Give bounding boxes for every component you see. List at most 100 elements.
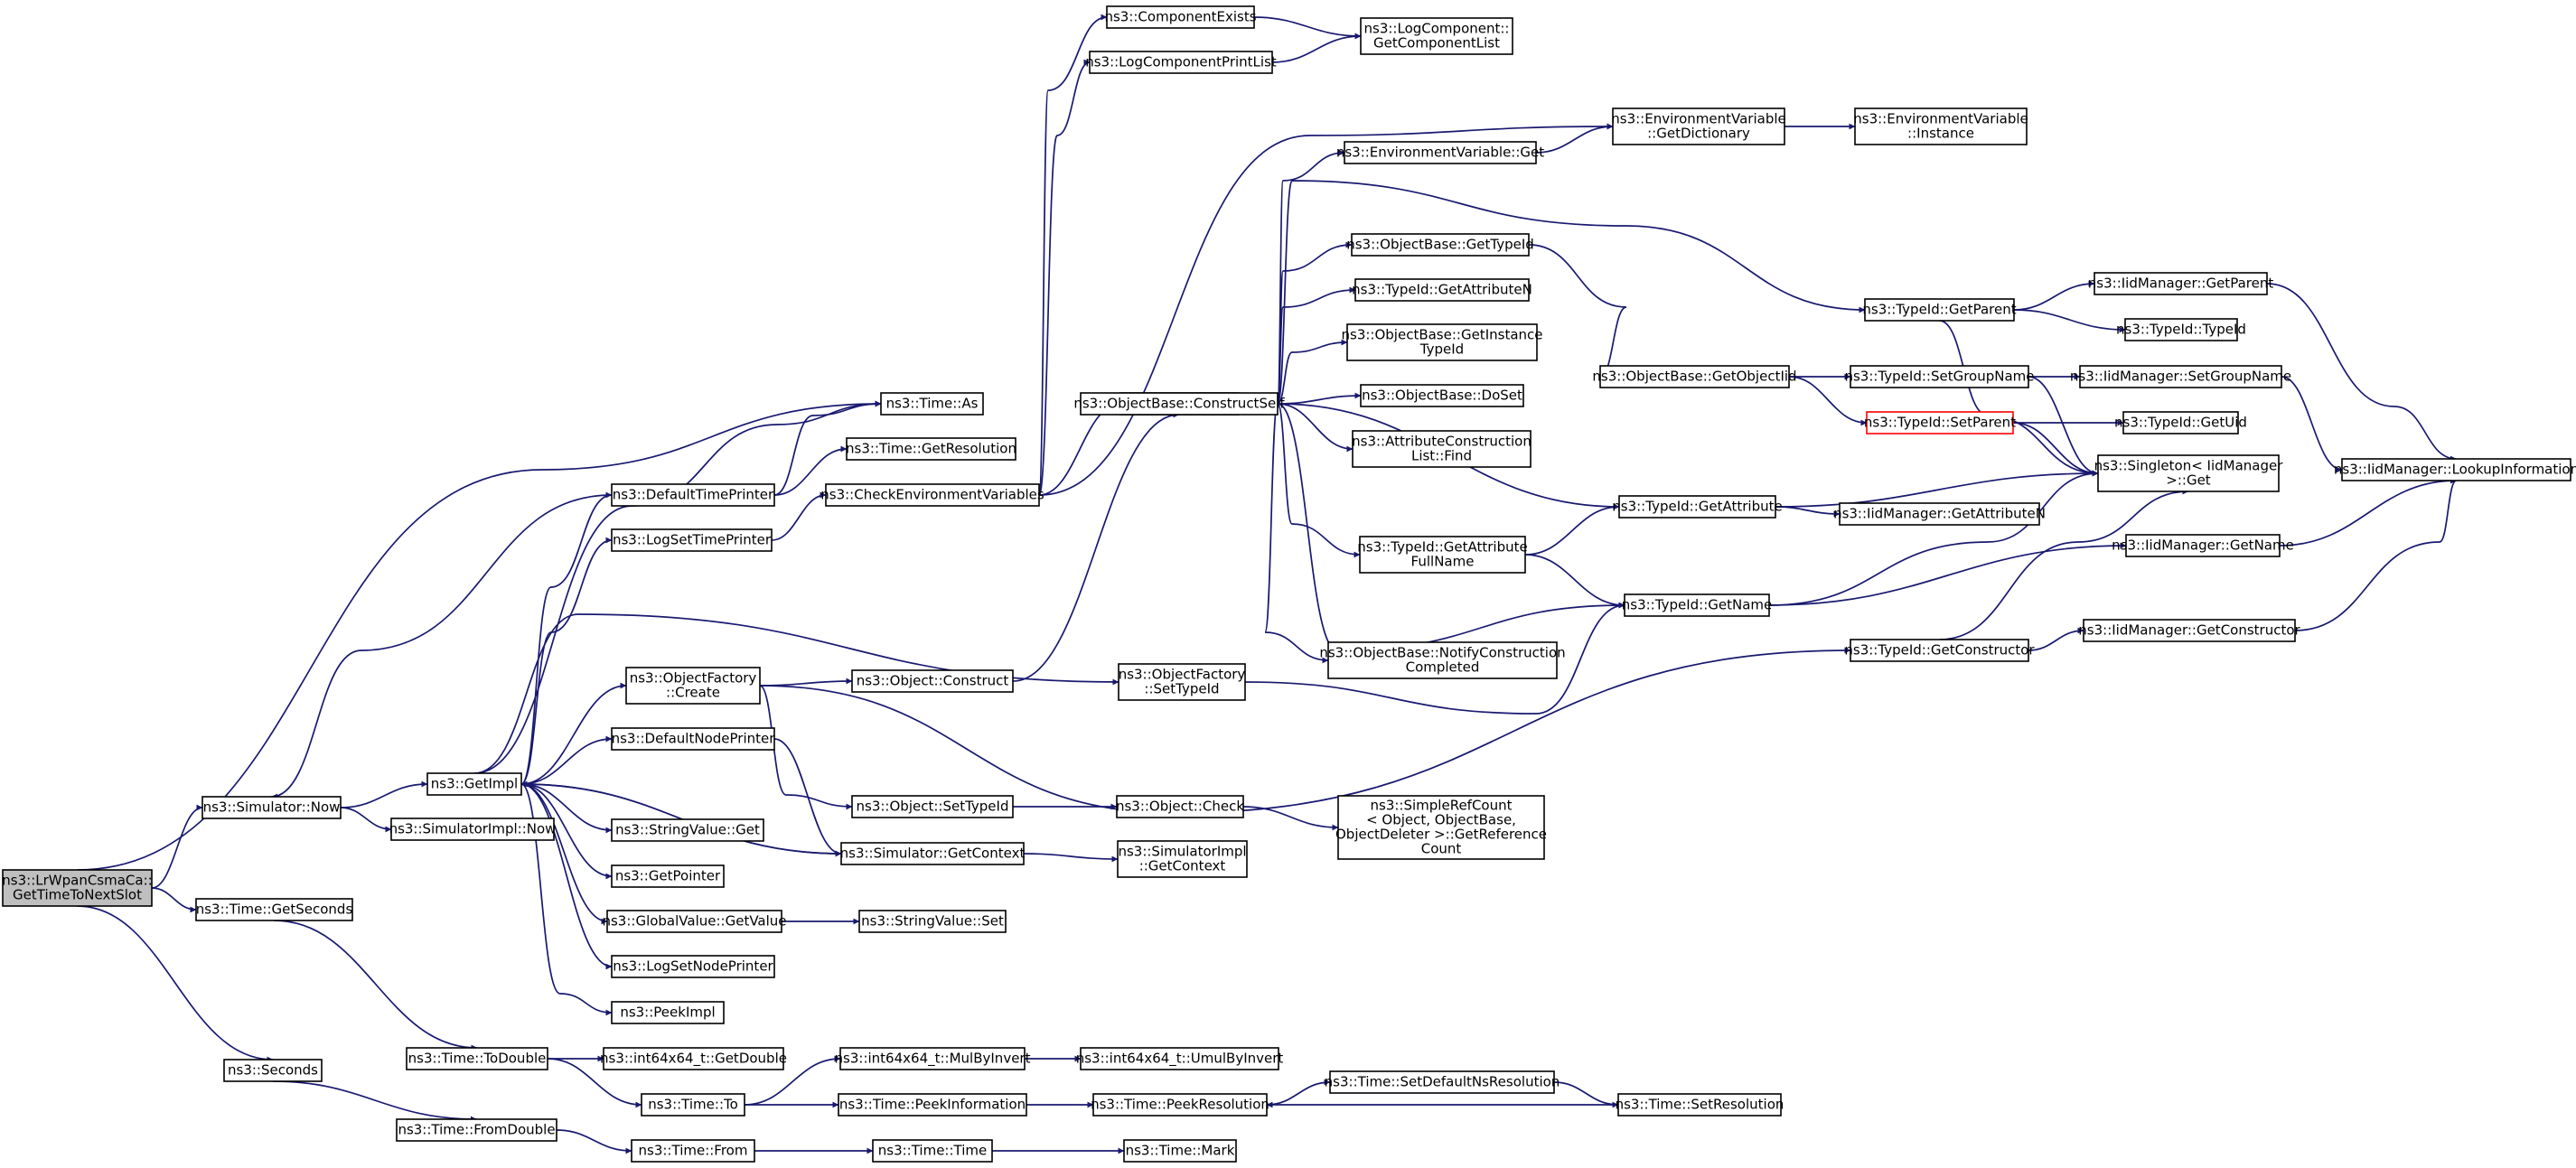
node-simgetcontext[interactable]: ns3::Simulator::GetContext bbox=[840, 842, 1026, 865]
node-logcompgetlist[interactable]: ns3::LogComponent::GetComponentList bbox=[1360, 17, 1513, 55]
node-timeas[interactable]: ns3::Time::As bbox=[880, 392, 984, 416]
edge-compexists-to-logcompgetlist bbox=[1253, 16, 1362, 40]
node-timepeekinfo[interactable]: ns3::Time::PeekInformation bbox=[838, 1093, 1027, 1117]
node-checkenv[interactable]: ns3::CheckEnvironmentVariables bbox=[820, 483, 1044, 507]
node-tidgetattr[interactable]: ns3::TypeId::GetAttribute bbox=[1612, 495, 1783, 519]
node-label: ::GetContext bbox=[1139, 858, 1226, 874]
node-timefromdouble[interactable]: ns3::Time::FromDouble bbox=[396, 1118, 557, 1142]
node-iidmgetparent[interactable]: ns3::IidManager::GetParent bbox=[2088, 272, 2274, 295]
node-constructself[interactable]: ns3::ObjectBase::ConstructSelf bbox=[1073, 392, 1285, 416]
node-timemark[interactable]: ns3::Time::Mark bbox=[1123, 1139, 1237, 1163]
node-box bbox=[1346, 323, 1538, 361]
node-timeto[interactable]: ns3::Time::To bbox=[641, 1093, 745, 1117]
edge-simgetcontext-to-simimplgetcontext bbox=[1023, 853, 1119, 863]
node-strvalset[interactable]: ns3::StringValue::Set bbox=[858, 910, 1007, 933]
node-deftimeprinter[interactable]: ns3::DefaultTimePrinter bbox=[611, 483, 775, 507]
node-label: ns3::EnvironmentVariable bbox=[1853, 111, 2028, 127]
node-box bbox=[825, 483, 1040, 507]
edge-constructself-to-tidgetparent bbox=[1277, 180, 1866, 405]
node-label: ::Instance bbox=[1907, 126, 1974, 142]
node-logsettime[interactable]: ns3::LogSetTimePrinter bbox=[611, 528, 773, 552]
node-singletonget[interactable]: ns3::Singleton< IidManager>::Get bbox=[2094, 454, 2284, 492]
node-tidsetgroupname[interactable]: ns3::TypeId::SetGroupName bbox=[1844, 365, 2035, 388]
node-seconds[interactable]: ns3::Seconds bbox=[223, 1059, 323, 1082]
node-iidmsetgroupname[interactable]: ns3::IidManager::SetGroupName bbox=[2070, 365, 2291, 388]
function-nodes: ns3::LrWpanCsmaCa::GetTimeToNextSlotns3:… bbox=[2, 5, 2576, 1163]
node-simplerefcount[interactable]: ns3::SimpleRefCount< Object, ObjectBase,… bbox=[1335, 795, 1547, 860]
node-objcheck[interactable]: ns3::Object::Check bbox=[1116, 795, 1244, 818]
node-objconstruct[interactable]: ns3::Object::Construct bbox=[851, 669, 1014, 693]
node-timefrom[interactable]: ns3::Time::From bbox=[631, 1139, 755, 1163]
node-obnotifycons[interactable]: ns3::ObjectBase::NotifyConstructionCompl… bbox=[1319, 641, 1566, 679]
node-iidmgetname[interactable]: ns3::IidManager::GetName bbox=[2112, 534, 2294, 557]
edge-tidgetparent-to-tidtypeid bbox=[2013, 309, 2126, 333]
edge-deftimeprinter-to-timeas bbox=[773, 400, 882, 496]
edge-timetodouble-to-timeto bbox=[547, 1058, 642, 1108]
node-label: ns3::SimulatorImpl bbox=[1118, 844, 1246, 860]
node-timetime[interactable]: ns3::Time::Time bbox=[872, 1139, 993, 1163]
node-label: List::Find bbox=[1411, 448, 1472, 464]
node-timegetseconds[interactable]: ns3::Time::GetSeconds bbox=[195, 898, 353, 921]
node-int64getdouble[interactable]: ns3::int64x64_t::GetDouble bbox=[600, 1047, 787, 1070]
node-int64umul[interactable]: ns3::int64x64_t::UmulByInvert bbox=[1076, 1047, 1284, 1070]
node-tidgetname[interactable]: ns3::TypeId::GetName bbox=[1622, 593, 1772, 617]
node-timetodouble[interactable]: ns3::Time::ToDouble bbox=[406, 1047, 548, 1070]
node-peekimpl[interactable]: ns3::PeekImpl bbox=[611, 1001, 725, 1024]
node-strvalget[interactable]: ns3::StringValue::Get bbox=[611, 818, 764, 842]
node-label: ns3::Time::From bbox=[639, 1143, 748, 1159]
node-tidgetparent[interactable]: ns3::TypeId::GetParent bbox=[1862, 298, 2017, 322]
node-getimpl[interactable]: ns3::GetImpl bbox=[426, 772, 522, 796]
node-tidsetparent[interactable]: ns3::TypeId::SetParent bbox=[1864, 411, 2016, 434]
node-logsetnode[interactable]: ns3::LogSetNodePrinter bbox=[611, 955, 775, 978]
node-envgetdict[interactable]: ns3::EnvironmentVariable::GetDictionary bbox=[1611, 107, 1786, 145]
edge-checkenv-to-splitstring bbox=[1038, 400, 1121, 496]
node-obgetobjectiid[interactable]: ns3::ObjectBase::GetObjectIid bbox=[1592, 365, 1797, 388]
node-iidmgetattrn[interactable]: ns3::IidManager::GetAttributeN bbox=[1833, 502, 2046, 526]
node-obgettypeid[interactable]: ns3::ObjectBase::GetTypeId bbox=[1346, 233, 1534, 257]
node-box bbox=[1618, 495, 1776, 519]
node-logcompprint[interactable]: ns3::LogComponentPrintList bbox=[1085, 51, 1277, 74]
node-defnodeprinter[interactable]: ns3::DefaultNodePrinter bbox=[611, 727, 776, 751]
node-envinstance[interactable]: ns3::EnvironmentVariable::Instance bbox=[1853, 107, 2028, 145]
edge-simnow-to-simimplnow bbox=[340, 807, 392, 833]
node-timegetres[interactable]: ns3::Time::GetResolution bbox=[846, 437, 1016, 461]
node-box bbox=[2, 869, 153, 907]
node-obdoset[interactable]: ns3::ObjectBase::DoSet bbox=[1360, 384, 1524, 407]
node-label: ns3::TypeId::TypeId bbox=[2116, 322, 2246, 338]
node-gvgetvalue[interactable]: ns3::GlobalValue::GetValue bbox=[602, 910, 787, 933]
node-int64mulbyinvert[interactable]: ns3::int64x64_t::MulByInvert bbox=[835, 1047, 1031, 1070]
node-box bbox=[1360, 384, 1524, 407]
node-timepeekres[interactable]: ns3::Time::PeekResolution bbox=[1091, 1093, 1269, 1117]
node-box bbox=[611, 955, 775, 978]
node-objfactcreate[interactable]: ns3::ObjectFactory::Create bbox=[625, 667, 761, 705]
node-iidmgetconstructor[interactable]: ns3::IidManager::GetConstructor bbox=[2078, 619, 2301, 642]
node-simnow[interactable]: ns3::Simulator::Now bbox=[201, 796, 342, 819]
node-label: ns3::Time::Time bbox=[878, 1143, 988, 1159]
node-box bbox=[611, 483, 775, 507]
call-edges bbox=[77, 14, 2458, 1154]
node-tidgetconstructor[interactable]: ns3::TypeId::GetConstructor bbox=[1844, 639, 2035, 662]
node-simimplnow[interactable]: ns3::SimulatorImpl::Now bbox=[389, 818, 557, 841]
edge-getimpl-to-getpointer bbox=[520, 783, 613, 880]
node-timesetdefns[interactable]: ns3::Time::SetDefaultNsResolution bbox=[1325, 1070, 1560, 1094]
node-label: ::SetTypeId bbox=[1144, 681, 1219, 697]
node-objsettypeid[interactable]: ns3::Object::SetTypeId bbox=[851, 795, 1014, 818]
node-timesetres[interactable]: ns3::Time::SetResolution bbox=[1616, 1093, 1784, 1117]
node-tidgetattrn[interactable]: ns3::TypeId::GetAttributeN bbox=[1352, 278, 1532, 302]
node-simimplgetcontext[interactable]: ns3::SimulatorImpl::GetContext bbox=[1117, 840, 1248, 878]
node-label: ns3::TypeId::GetAttribute bbox=[1612, 499, 1782, 515]
node-label: ns3::Object::Construct bbox=[857, 673, 1009, 689]
node-envget[interactable]: ns3::EnvironmentVariable::Get bbox=[1336, 141, 1544, 164]
node-root[interactable]: ns3::LrWpanCsmaCa::GetTimeToNextSlot bbox=[2, 869, 153, 907]
node-compexists[interactable]: ns3::ComponentExists bbox=[1104, 5, 1257, 29]
node-getpointer[interactable]: ns3::GetPointer bbox=[611, 864, 725, 888]
node-box bbox=[1351, 233, 1530, 257]
node-box bbox=[1123, 1139, 1237, 1163]
node-tidtypeid[interactable]: ns3::TypeId::TypeId bbox=[2116, 318, 2246, 341]
node-iidmlookup[interactable]: ns3::IidManager::LookupInformation bbox=[2334, 458, 2576, 481]
node-tidgetuid[interactable]: ns3::TypeId::GetUid bbox=[2114, 411, 2247, 434]
node-objfactsettypeid[interactable]: ns3::ObjectFactory::SetTypeId bbox=[1118, 663, 1246, 701]
